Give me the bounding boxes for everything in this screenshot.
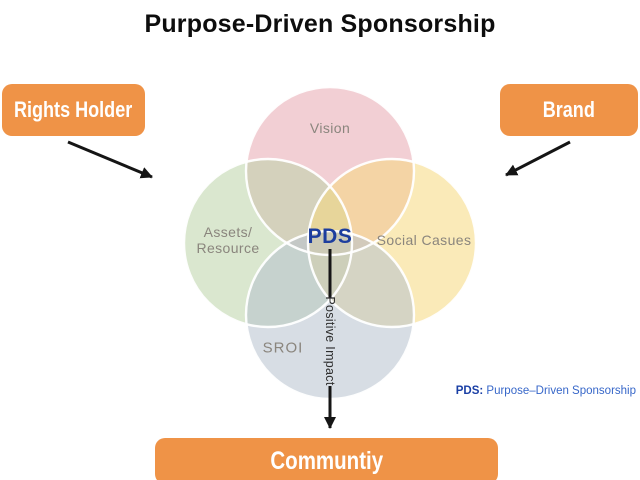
brand-box: Brand xyxy=(500,84,638,136)
sroi-label: SROI xyxy=(262,339,304,357)
assets-resource-label: Assets/ Resource xyxy=(196,224,259,256)
page-title: Purpose-Driven Sponsorship xyxy=(144,10,496,38)
positive-impact-label: Positive Impact xyxy=(323,296,337,386)
sroi-circle xyxy=(246,231,414,399)
brand-box-label: Brand xyxy=(542,97,596,122)
pds-center-label: PDS xyxy=(307,225,353,248)
pds-footnote: PDS: Purpose–Driven Sponsorship xyxy=(456,385,636,397)
brand-arrow xyxy=(505,140,571,177)
rights-holder-arrow xyxy=(67,140,153,179)
pds-footnote-abbr: PDS: xyxy=(455,385,484,397)
community-box: Communtiy xyxy=(155,438,498,480)
assets-resource-label-line2: Resource xyxy=(196,240,260,256)
rights-holder-box: Rights Holder xyxy=(2,84,145,136)
rights-holder-box-label: Rights Holder xyxy=(14,97,133,122)
arrows xyxy=(67,140,571,429)
social-causes-label: Social Casues xyxy=(376,231,472,248)
vision-label: Vision xyxy=(309,119,351,136)
assets-resource-label-line1: Assets/ xyxy=(203,223,253,240)
venn-circles xyxy=(184,87,476,399)
community-box-label: Communtiy xyxy=(270,446,383,475)
pds-footnote-definition: Purpose–Driven Sponsorship xyxy=(486,385,636,397)
